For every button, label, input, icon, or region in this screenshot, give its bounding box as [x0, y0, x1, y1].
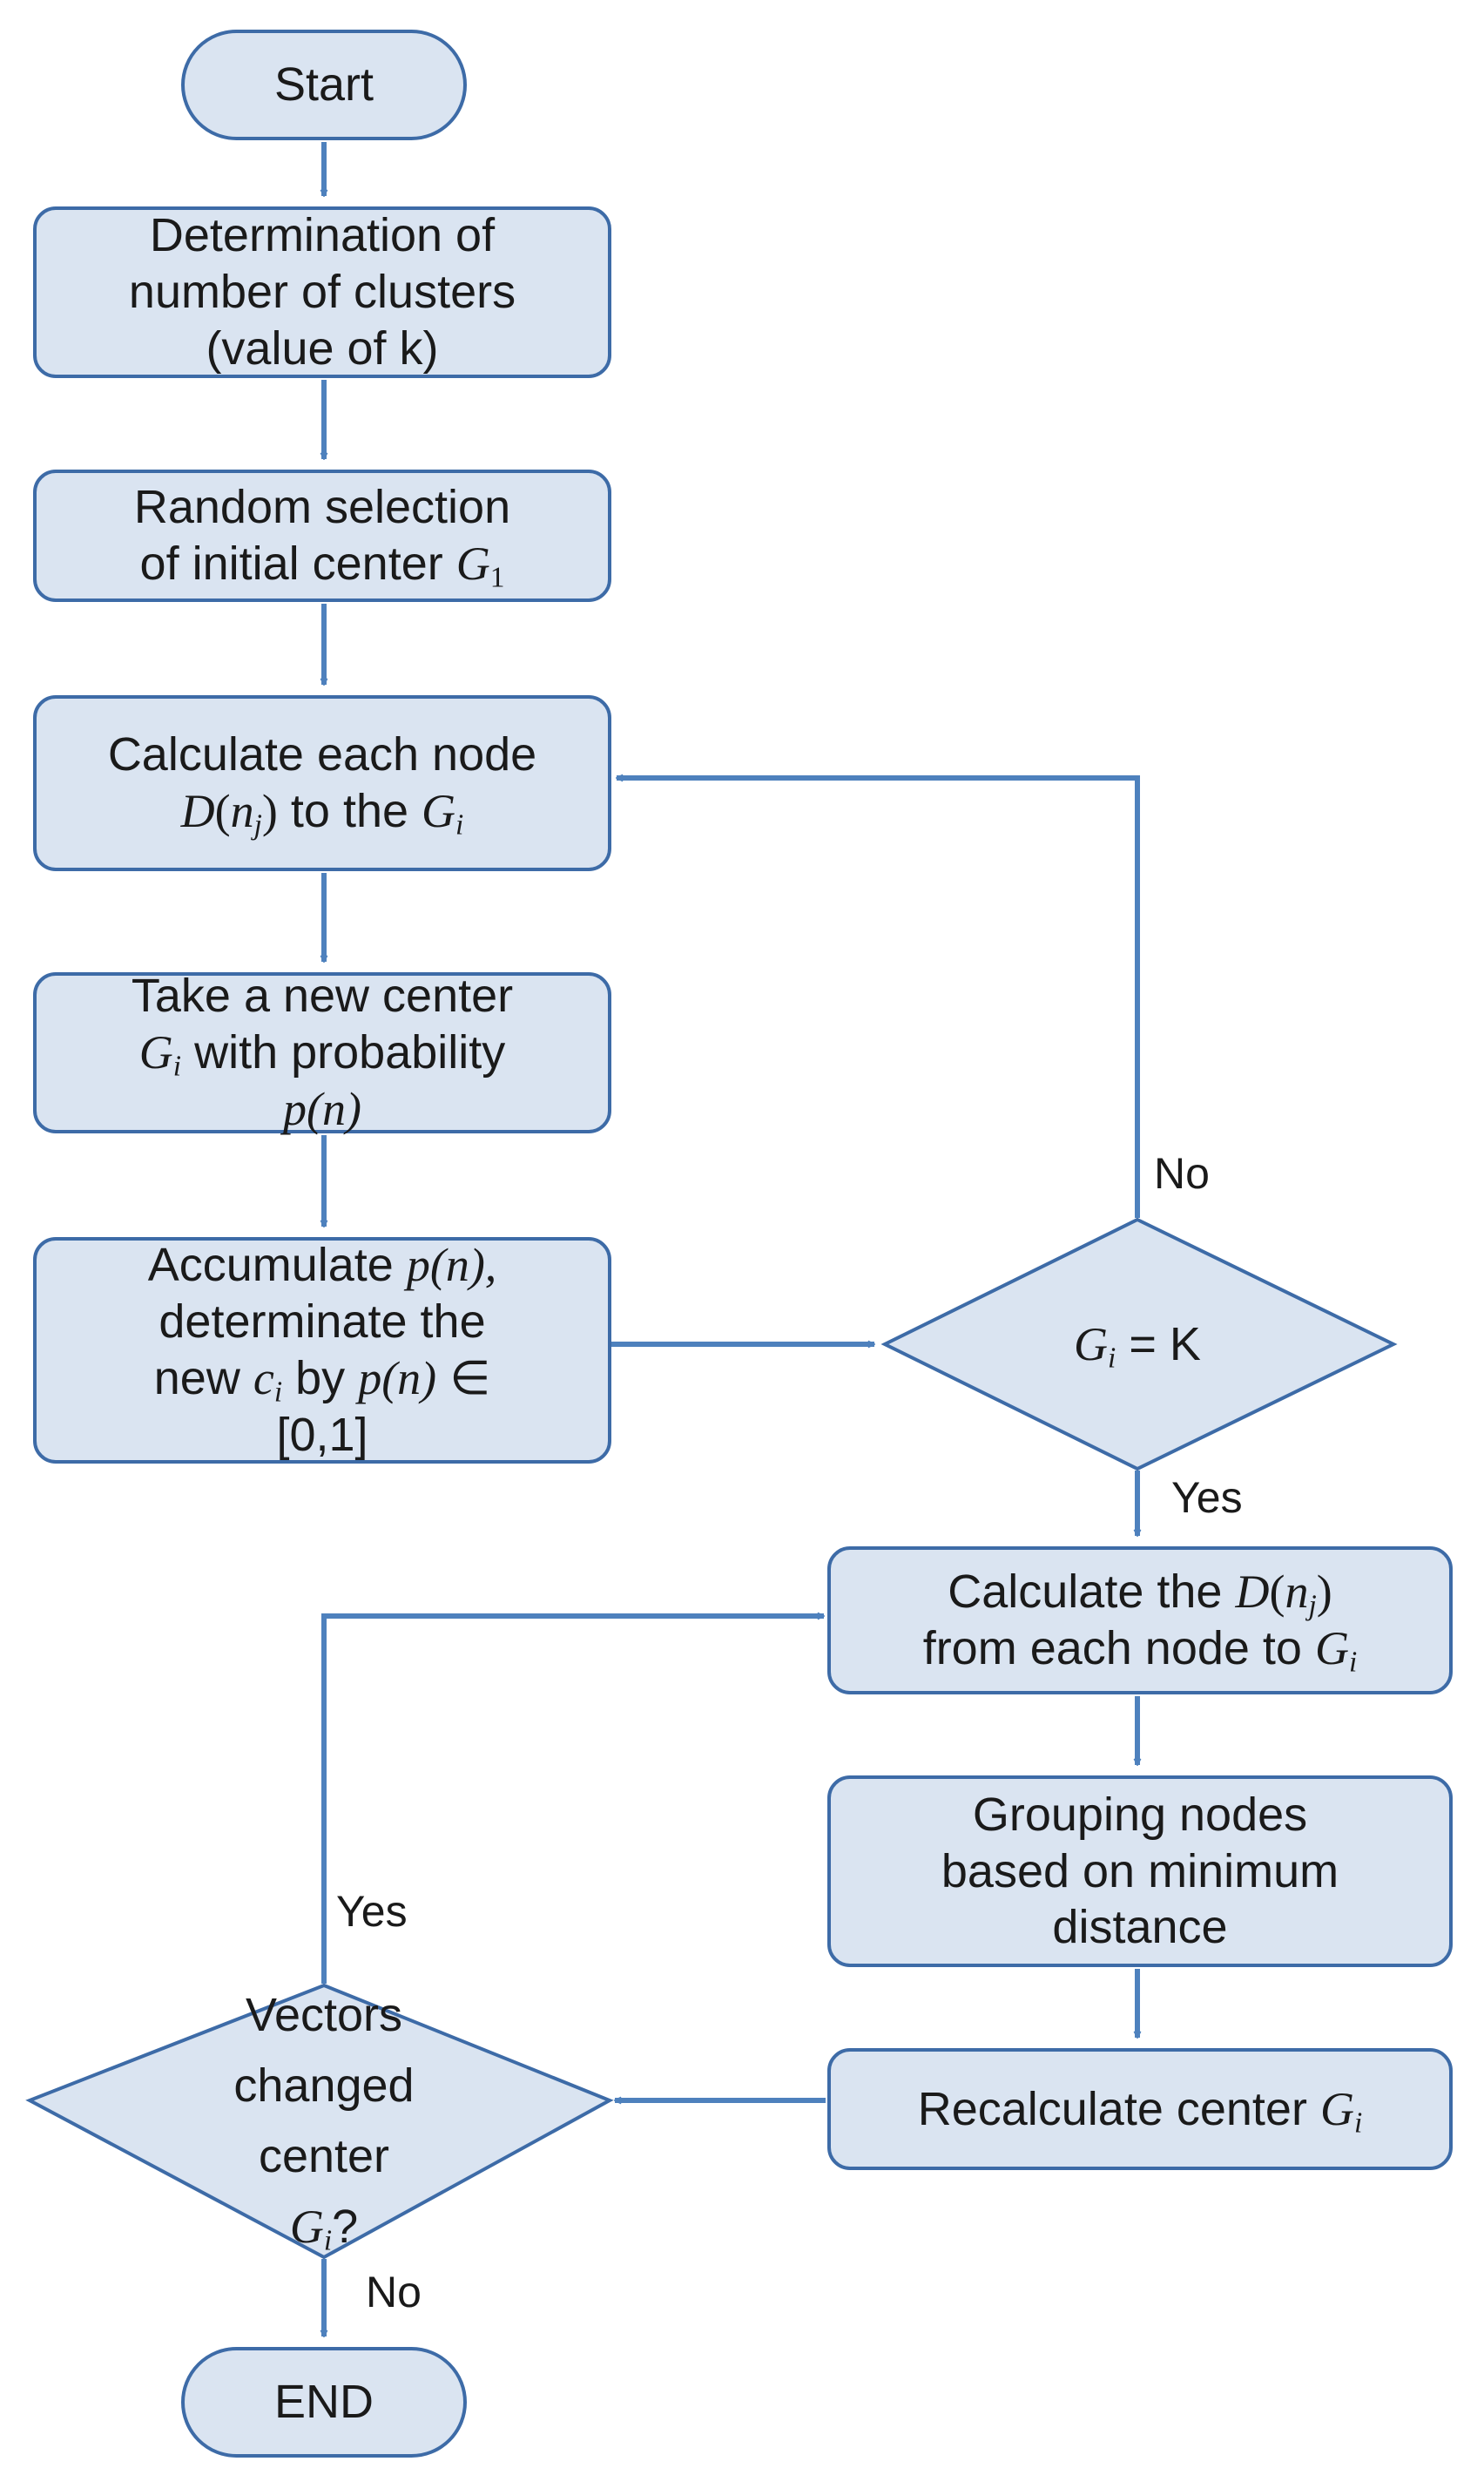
vectors-changed-line-1: Vectors	[245, 1989, 403, 2041]
decision-vectors-changed	[25, 1983, 614, 2260]
random-selection-box: Random selection of initial center G1	[33, 470, 611, 602]
start-terminal: Start	[181, 30, 467, 140]
grouping-line-3: distance	[1052, 1901, 1228, 1954]
determine-k-line-2: number of clusters	[128, 266, 516, 319]
grouping-line-1: Grouping nodes	[972, 1788, 1308, 1841]
calculate-each-node-line-1: Calculate each node	[107, 728, 537, 781]
determine-k-line-3: (value of k)	[206, 321, 439, 375]
random-selection-line-1: Random selection	[133, 481, 511, 534]
calculate-each-node-box: Calculate each node D(nj) to the Gi	[33, 695, 611, 871]
determine-k-box: Determination of number of clusters (val…	[33, 206, 611, 378]
edge-label-no-bottom: No	[366, 2268, 422, 2316]
math-ci: ci	[253, 1352, 283, 1409]
calculate-distance-text-1: Calculate the	[948, 1565, 1223, 1619]
decision-gi-equals-k-label: = K	[1129, 1317, 1201, 1370]
math-gi: Gi	[289, 2201, 333, 2257]
calculate-distance-box: Calculate the D(nj) from each node to Gi	[827, 1546, 1453, 1694]
take-new-center-line-1: Take a new center	[131, 970, 514, 1023]
math-element-of: ∈	[449, 1352, 491, 1404]
vectors-changed-question: ?	[332, 2201, 359, 2253]
accumulate-line-1: Accumulate p(n),	[148, 1237, 497, 1294]
accumulate-line-3: new ci by p(n) ∈	[148, 1350, 497, 1407]
math-gi: Gi	[138, 1026, 182, 1083]
vectors-changed-line-4: Gi?	[233, 2192, 414, 2262]
math-g1: G1	[455, 538, 505, 594]
take-new-center-text: with probability	[194, 1026, 506, 1079]
recalculate-center-box: Recalculate center Gi	[827, 2048, 1453, 2170]
math-p-of-n-comma: p(n),	[406, 1239, 497, 1292]
vectors-changed-line-3: center	[258, 2130, 390, 2182]
accumulate-line-4: [0,1]	[276, 1408, 368, 1461]
calculate-distance-text-2: from each node to	[922, 1622, 1302, 1674]
accumulate-text: Accumulate	[147, 1239, 394, 1292]
accumulate-line-2: determinate the	[159, 1295, 486, 1349]
calculate-each-node-text: to the	[290, 785, 409, 837]
grouping-line-2: based on minimum	[941, 1844, 1339, 1897]
math-p-of-n: p(n)	[283, 1082, 361, 1135]
end-label: END	[273, 2376, 374, 2429]
edge-label-no-top: No	[1154, 1149, 1210, 1198]
random-selection-text: of initial center	[139, 538, 443, 590]
vectors-changed-line-2: changed	[233, 2059, 415, 2112]
edge-label-yes-top: Yes	[1171, 1473, 1243, 1522]
determine-k-line-1: Determination of	[149, 209, 496, 262]
decision-vectors-changed-text: Vectors changed center Gi?	[150, 1978, 498, 2265]
arrow-no-loop-back	[617, 778, 1140, 1218]
calculate-each-node-line-2: D(nj) to the Gi	[108, 783, 536, 840]
accumulate-by-text: by	[295, 1352, 346, 1404]
grouping-nodes-box: Grouping nodes based on minimum distance	[827, 1775, 1453, 1967]
math-gi: Gi	[1319, 2082, 1363, 2139]
accumulate-new-text: new	[153, 1352, 240, 1404]
math-p-of-n: p(n)	[358, 1352, 437, 1404]
take-new-center-line-2: Gi with probability	[132, 1024, 513, 1081]
decision-gi-equals-k-text: Gi = K	[958, 1307, 1317, 1382]
math-gi: Gi	[1074, 1317, 1116, 1374]
calculate-distance-line-2: from each node to Gi	[923, 1620, 1358, 1677]
decision-gi-equals-k	[880, 1217, 1398, 1471]
random-selection-line-2: of initial center G1	[134, 536, 510, 592]
edge-label-yes-left: Yes	[336, 1887, 408, 1936]
math-gi: Gi	[422, 785, 464, 842]
math-d-nj: D(nj)	[180, 785, 278, 842]
accumulate-box: Accumulate p(n), determinate the new ci …	[33, 1237, 611, 1464]
arrow-yes-loop-back	[321, 1616, 824, 1984]
start-label: Start	[273, 58, 374, 112]
recalculate-center-text: Recalculate center	[917, 2082, 1307, 2135]
math-gi: Gi	[1314, 1622, 1358, 1679]
end-terminal: END	[181, 2347, 467, 2458]
calculate-distance-line-1: Calculate the D(nj)	[923, 1564, 1358, 1620]
math-d-nj: D(nj)	[1235, 1565, 1332, 1622]
recalculate-center-line: Recalculate center Gi	[918, 2081, 1363, 2138]
take-new-center-box: Take a new center Gi with probability p(…	[33, 970, 611, 1135]
